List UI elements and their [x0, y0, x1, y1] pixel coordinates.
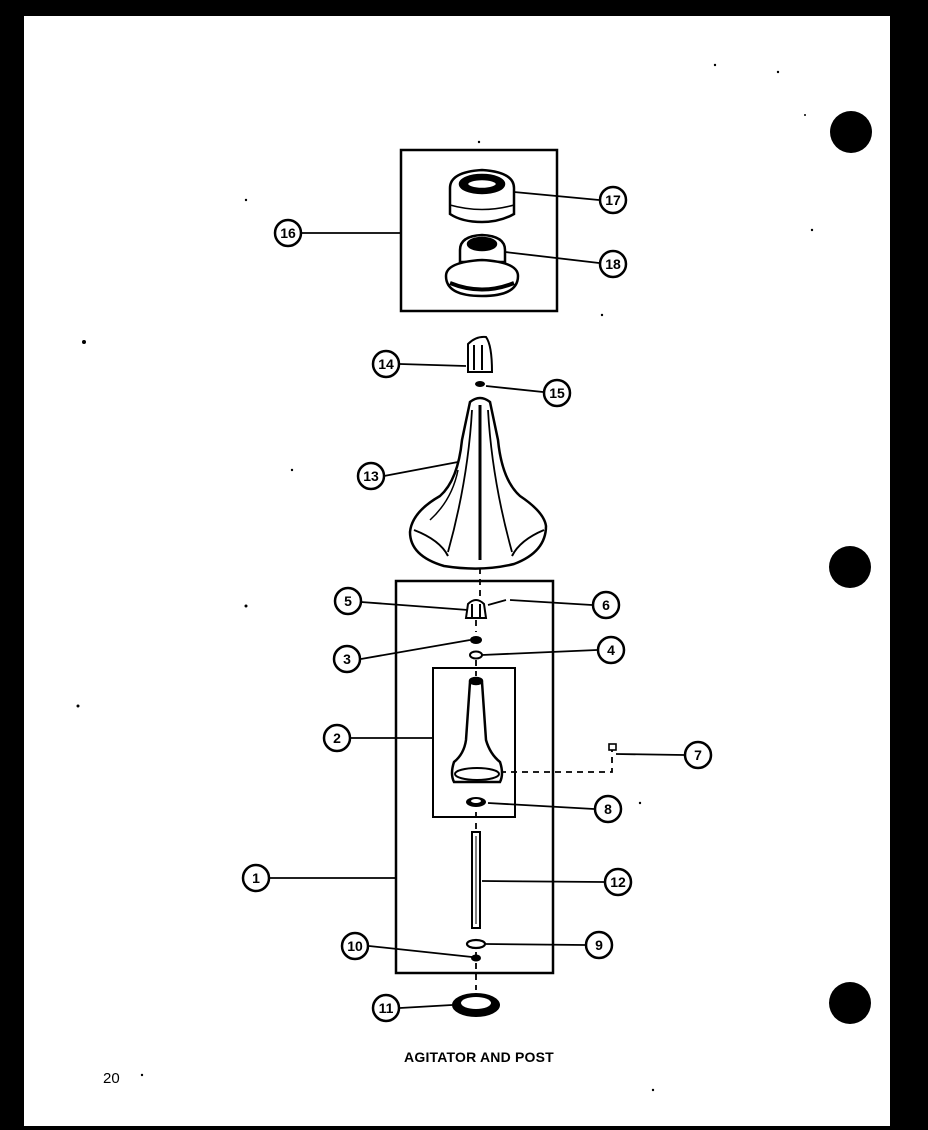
part-5-nut: [464, 599, 488, 619]
callout-8: 8: [593, 794, 623, 824]
callout-circle: [596, 635, 626, 665]
callout-label: 11: [379, 1000, 394, 1016]
leader-lines: [270, 191, 685, 1009]
callout-label: 12: [610, 874, 626, 890]
binder-hole-middle: [829, 546, 871, 588]
callout-label: 8: [604, 801, 612, 817]
callout-circle: [333, 586, 363, 616]
callout-circle: [542, 378, 572, 408]
callout-label: 16: [280, 225, 296, 241]
callout-16: 16: [273, 218, 303, 248]
part-18-cap-base: [444, 233, 520, 298]
part-14-small-cap: [467, 335, 494, 373]
callout-circle: [683, 740, 713, 770]
callout-label: 7: [694, 747, 702, 763]
assembly-1-box: [394, 579, 555, 975]
callout-circle: [593, 794, 623, 824]
screw-7-dashed-path: [500, 750, 613, 773]
callout-label: 17: [605, 192, 621, 208]
callout-11: 11: [371, 993, 401, 1023]
callout-label: 9: [595, 937, 603, 953]
callout-label: 4: [607, 642, 615, 658]
callout-3: 3: [332, 644, 362, 674]
callout-14: 14: [371, 349, 401, 379]
callout-9: 9: [584, 930, 614, 960]
center-axis-dashed: [475, 568, 481, 990]
callout-circle: [241, 863, 271, 893]
callout-18: 18: [598, 249, 628, 279]
callout-5: 5: [333, 586, 363, 616]
callout-12: 12: [603, 867, 633, 897]
part-17-cap: [448, 168, 516, 224]
binder-hole-top: [830, 111, 872, 153]
diagram-caption: AGITATOR AND POST: [404, 1049, 554, 1065]
callout-label: 6: [602, 597, 610, 613]
callout-label: 10: [347, 938, 363, 954]
post-2-box: [432, 667, 516, 818]
callout-circle: [356, 461, 386, 491]
part-11-ring: [452, 993, 500, 1017]
callout-label: 15: [549, 385, 565, 401]
callout-label: 1: [252, 870, 260, 886]
callout-circle: [322, 723, 352, 753]
callout-circle: [598, 249, 628, 279]
callout-10: 10: [340, 931, 370, 961]
callout-circle: [371, 349, 401, 379]
callout-label: 13: [363, 468, 379, 484]
part-10-nut: [471, 954, 481, 962]
callout-6: 6: [591, 590, 621, 620]
part-13-agitator: [408, 396, 548, 570]
callout-17: 17: [598, 185, 628, 215]
callout-circle: [603, 867, 633, 897]
part-2-post: [450, 676, 504, 784]
callout-2: 2: [322, 723, 352, 753]
callout-13: 13: [356, 461, 386, 491]
part-9-washer: [465, 938, 487, 950]
callout-circle: [340, 931, 370, 961]
binder-hole-bottom: [829, 982, 871, 1024]
callout-circle: [371, 993, 401, 1023]
callout-4: 4: [596, 635, 626, 665]
callout-label: 2: [333, 730, 341, 746]
callout-label: 18: [605, 256, 621, 272]
callout-circle: [598, 185, 628, 215]
part-7-screw: [608, 743, 617, 751]
callout-circle: [584, 930, 614, 960]
kit-16-box: [399, 148, 559, 313]
part-15-washer: [475, 381, 485, 387]
scan-speckles: [76, 63, 814, 1092]
part-8-seal: [466, 797, 486, 807]
callout-15: 15: [542, 378, 572, 408]
part-12-shaft: [471, 831, 481, 929]
callout-7: 7: [683, 740, 713, 770]
callout-1: 1: [241, 863, 271, 893]
callout-circle: [591, 590, 621, 620]
callout-label: 5: [344, 593, 352, 609]
part-3-washer: [470, 636, 482, 644]
callout-label: 14: [378, 356, 394, 372]
callout-circle: [332, 644, 362, 674]
callout-circle: [273, 218, 303, 248]
page-number: 20: [103, 1070, 120, 1087]
callout-label: 3: [343, 651, 351, 667]
